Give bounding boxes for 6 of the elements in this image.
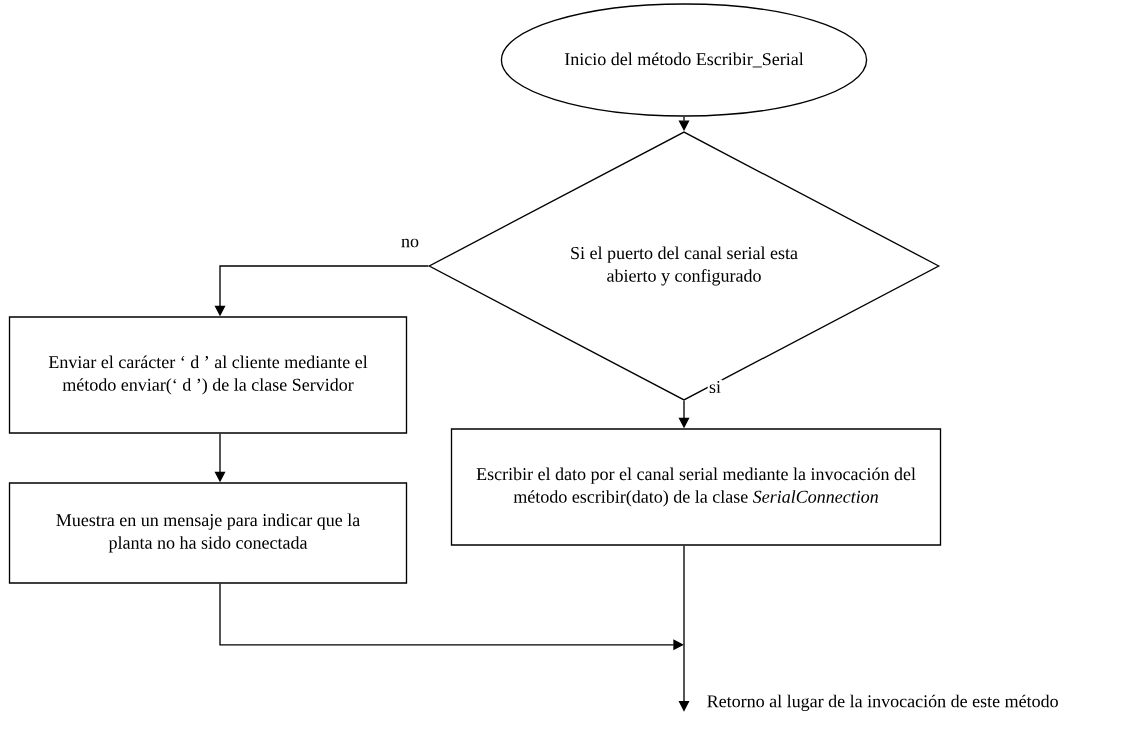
end-text: Retorno al lugar de la invocación de este método	[707, 694, 1058, 712]
edge-label: si	[707, 379, 723, 395]
process-box: Enviar el carácter ‘ d ’ al cliente mediante el método enviar(‘ d ’) de la clase Servidor	[8, 316, 408, 434]
edge-label: no	[399, 237, 421, 249]
process-box: Escribir el dato por el canal serial mediante la invocación del método escribir(dato) de la clase SerialConnection	[450, 428, 942, 546]
process-box: Muestra en un mensaje para indicar que la planta no ha sido conectada	[8, 482, 408, 584]
